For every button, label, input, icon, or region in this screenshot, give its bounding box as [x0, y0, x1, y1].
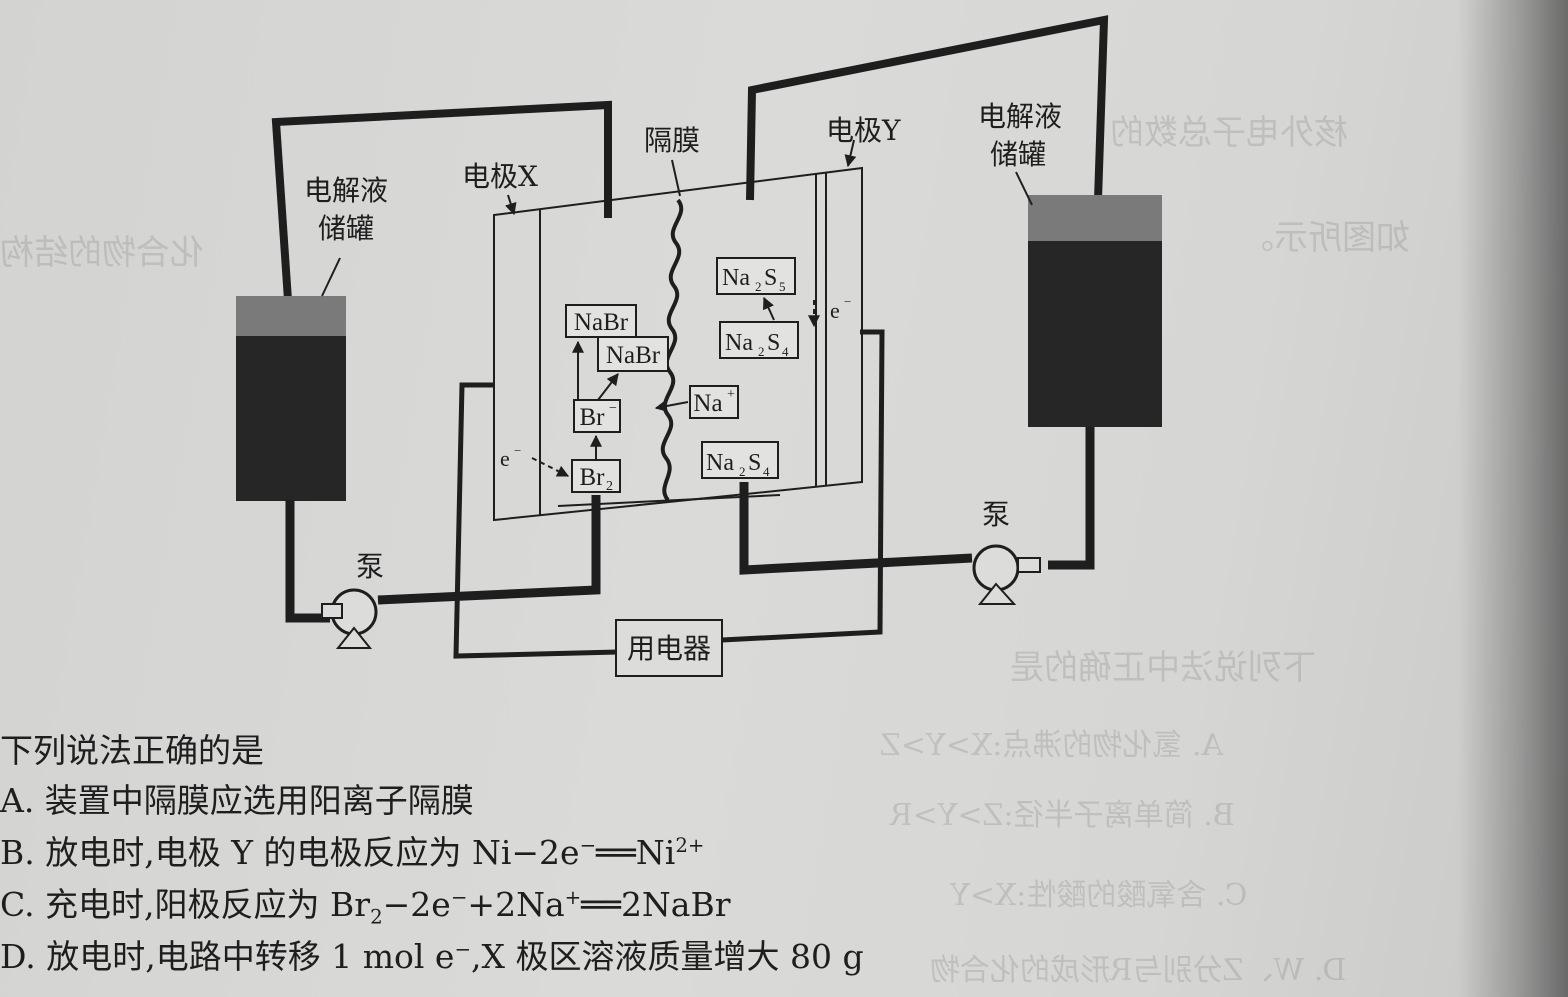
option-a: A. 装置中隔膜应选用阳离子隔膜: [0, 781, 474, 820]
na2s4-top-sub2: 4: [782, 344, 789, 359]
nabr-top-box: [565, 304, 637, 338]
load-label: 用电器: [627, 632, 711, 665]
option-d-sup: −: [454, 938, 472, 961]
option-c-sub: 2: [370, 905, 383, 929]
br-ion-label: Br: [580, 404, 606, 431]
na2s4-bottom-sub2: 4: [763, 464, 770, 479]
na2s4-top-label: Na: [725, 330, 753, 356]
page-edge-shadow: [1458, 0, 1568, 997]
na2s4-bottom-sub1: 2: [739, 464, 746, 479]
option-c-end: ══2NaBr: [581, 885, 731, 924]
br-ion-box: [573, 399, 621, 433]
question-stem: 下列说法正确的是: [0, 731, 264, 770]
tank-left-label-line1: 电解液: [304, 174, 388, 207]
option-d-end: ,X 极区溶液质量增大 80 g: [471, 937, 864, 976]
left-tank: [236, 296, 346, 501]
electrode-x-label: 电极X: [462, 160, 538, 193]
nabr-mid-box: [597, 336, 669, 372]
option-d: D. 放电时,电路中转移 1 mol e−,X 极区溶液质量增大 80 g: [0, 930, 864, 978]
na2s4-top-sub1: 2: [758, 344, 765, 359]
option-c: C. 充电时,阳极反应为 Br2−2e−+2Na+══2NaBr: [0, 878, 731, 929]
na-ion-box: [689, 385, 739, 419]
option-b-sup1: −: [579, 834, 597, 857]
option-b-eq: ══Ni: [596, 833, 676, 872]
na2s5-sub2: 5: [779, 279, 786, 294]
option-c-sup2: +: [564, 886, 582, 909]
br2-sub: 2: [606, 479, 613, 494]
option-b: B. 放电时,电极 Y 的电极反应为 Ni−2e−══Ni2+: [0, 826, 705, 874]
na2s4-bottom-label: Na: [706, 450, 734, 476]
pump-left-label: 泵: [356, 550, 384, 583]
na-ion-sup: +: [727, 387, 735, 402]
pump-left: [321, 588, 378, 649]
electron-right: e: [830, 298, 840, 323]
nabr-mid-label: NaBr: [606, 342, 661, 369]
electron-right-sup: −: [844, 294, 851, 309]
option-c-mid2: +2Na: [467, 885, 565, 924]
option-b-sup2: 2+: [675, 834, 705, 857]
cell-body: [493, 166, 863, 522]
option-b-text: B. 放电时,电极 Y 的电极反应为 Ni−2e: [0, 833, 580, 872]
electron-left: e: [500, 446, 510, 471]
electron-left-sup: −: [514, 443, 521, 458]
option-c-sup1: −: [450, 886, 468, 909]
na2s4-top-box: [719, 321, 799, 359]
br2-box: [571, 459, 621, 493]
na2s5-label: Na: [722, 265, 750, 291]
na2s4-bottom-label-b: S: [748, 450, 761, 476]
membrane-wave: [660, 198, 684, 502]
tank-left-label-line2: 储罐: [318, 212, 374, 245]
right-tank: [1028, 195, 1162, 427]
option-c-mid: −2e: [382, 885, 451, 924]
na2s5-sub1: 2: [755, 279, 762, 294]
wire-x-to-left-tank: [271, 100, 612, 301]
pump-right: [972, 544, 1041, 605]
electrode-y-label: 电极Y: [826, 114, 901, 147]
na2s5-box: [716, 257, 796, 295]
nabr-top-label: NaBr: [574, 309, 629, 336]
pump-right-label: 泵: [982, 498, 1010, 531]
tank-right-label-line1: 电解液: [978, 100, 1062, 133]
load-box: 用电器: [615, 619, 723, 677]
wire-y-to-right-tank: [746, 15, 1109, 201]
br-ion-sup: −: [609, 401, 617, 416]
option-d-text: D. 放电时,电路中转移 1 mol e: [0, 937, 455, 976]
option-c-text: C. 充电时,阳极反应为 Br: [0, 885, 371, 924]
na2s4-top-label-b: S: [767, 330, 780, 356]
tank-right-label-line2: 储罐: [990, 138, 1046, 171]
na2s5-label-b: S: [764, 265, 777, 291]
membrane-label: 隔膜: [644, 124, 700, 157]
br2-label: Br: [580, 464, 606, 491]
na2s4-bottom-box: [701, 441, 779, 479]
na-ion-label: Na: [693, 390, 722, 417]
